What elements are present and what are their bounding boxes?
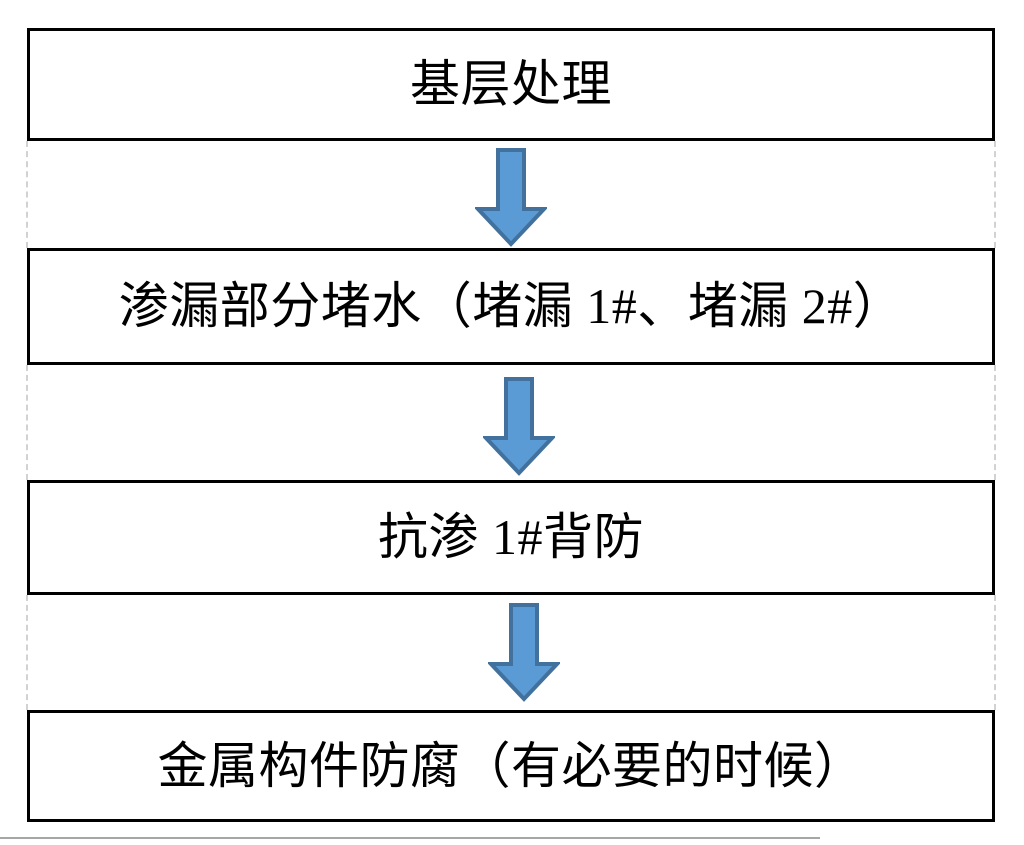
arrow-down-icon xyxy=(481,377,557,476)
bottom-divider xyxy=(0,837,820,839)
guide-rail-left-gap-3 xyxy=(26,595,28,710)
guide-rail-right-gap-2 xyxy=(994,365,996,480)
process-step-3[interactable]: 抗渗 1#背防 xyxy=(27,480,995,595)
guide-rail-right-gap-3 xyxy=(994,595,996,710)
arrow-down-icon-3 xyxy=(486,603,562,702)
process-step-4-label: 金属构件防腐（有必要的时候） xyxy=(157,737,865,794)
process-step-2-label: 渗漏部分堵水（堵漏 1#、堵漏 2#） xyxy=(118,278,904,334)
arrow-down-icon xyxy=(486,603,562,702)
arrow-down-icon-1 xyxy=(473,148,549,247)
process-step-3-label: 抗渗 1#背防 xyxy=(378,509,644,565)
process-step-2[interactable]: 渗漏部分堵水（堵漏 1#、堵漏 2#） xyxy=(27,248,995,365)
process-step-4[interactable]: 金属构件防腐（有必要的时候） xyxy=(27,710,995,822)
guide-rail-right-gap-1 xyxy=(994,141,996,248)
guide-rail-left-gap-2 xyxy=(26,365,28,480)
process-step-1-label: 基层处理 xyxy=(410,56,612,112)
arrow-down-icon xyxy=(473,148,549,247)
process-step-1[interactable]: 基层处理 xyxy=(27,28,995,141)
arrow-down-icon-2 xyxy=(481,377,557,476)
guide-rail-left-gap-1 xyxy=(26,141,28,248)
